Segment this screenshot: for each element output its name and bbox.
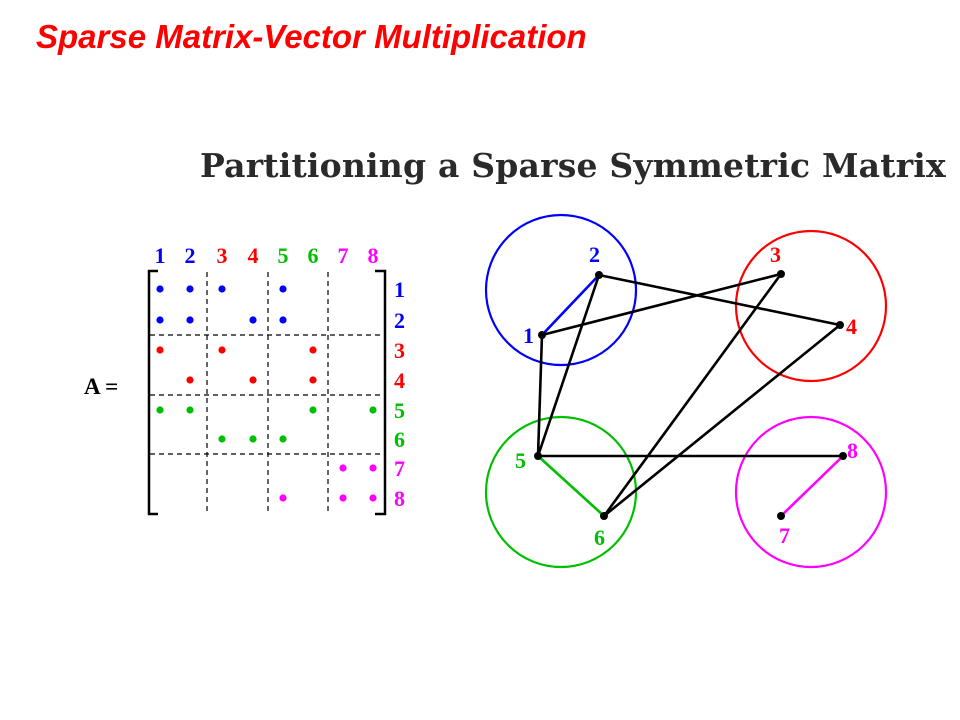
graph-edge (780, 455, 844, 517)
nonzero-dot (186, 376, 194, 384)
nonzero-dot (369, 494, 377, 502)
graph-nodes (534, 270, 847, 520)
nonzero-dot (249, 435, 257, 443)
nonzero-dot (218, 435, 226, 443)
partition-circle (734, 415, 888, 569)
partition-graph: 1 2 3 4 5 6 7 8 (484, 213, 888, 569)
nonzero-dot (339, 464, 347, 472)
right-bracket (375, 269, 387, 516)
graph-edge (541, 274, 600, 336)
nonzero-dot (309, 406, 317, 414)
graph-node-label: 7 (779, 523, 790, 548)
graph-node-label: 8 (847, 438, 858, 463)
graph-node (777, 270, 785, 278)
partition-circle (734, 229, 888, 383)
nonzero-dot (309, 346, 317, 354)
column-label: 1 (155, 243, 166, 268)
nonzero-dot (279, 494, 287, 502)
nonzero-dot (249, 316, 257, 324)
column-label: 7 (338, 243, 349, 268)
graph-edge (602, 273, 783, 517)
nonzero-dot (279, 316, 287, 324)
nonzero-dot (156, 346, 164, 354)
graph-node (600, 512, 608, 520)
nonzero-dot (369, 406, 377, 414)
partition-circle (484, 213, 638, 367)
column-label: 5 (278, 243, 289, 268)
graph-edge (536, 334, 544, 457)
graph-edge (536, 274, 601, 457)
graph-node-label: 3 (770, 242, 781, 267)
graph-edge (598, 273, 841, 327)
graph-edge (603, 323, 841, 518)
graph-node-label: 2 (589, 242, 600, 267)
row-label: 8 (394, 486, 405, 511)
graph-node-label: 1 (523, 323, 534, 348)
column-label: 3 (217, 243, 228, 268)
column-label: 6 (308, 243, 319, 268)
row-label: 3 (394, 338, 405, 363)
row-labels: 1 2 3 4 5 6 7 8 (394, 277, 405, 511)
matrix-brackets (147, 269, 387, 516)
graph-node (836, 321, 844, 329)
row-label: 4 (394, 368, 405, 393)
nonzero-dot (279, 285, 287, 293)
graph-node (595, 271, 603, 279)
matrix-label: A = (84, 374, 118, 399)
nonzero-dot (369, 464, 377, 472)
nonzero-dot (279, 435, 287, 443)
nonzero-dot (156, 285, 164, 293)
column-label: 2 (185, 243, 196, 268)
partition-grid (150, 272, 384, 512)
nonzero-dot (309, 376, 317, 384)
graph-node (777, 512, 785, 520)
graph-node (534, 452, 542, 460)
column-label: 4 (248, 243, 259, 268)
row-label: 6 (394, 427, 405, 452)
graph-node (538, 331, 546, 339)
nonzero-dot (218, 346, 226, 354)
nonzero-dot (249, 376, 257, 384)
nonzero-dot (218, 285, 226, 293)
matrix-nonzeros (156, 285, 377, 502)
slide-title: Sparse Matrix-Vector Multiplication (36, 18, 587, 55)
column-label: 8 (368, 243, 379, 268)
nonzero-dot (186, 285, 194, 293)
row-label: 2 (394, 308, 405, 333)
nonzero-dot (186, 406, 194, 414)
graph-node-label: 5 (515, 448, 526, 473)
graph-node-label: 4 (846, 314, 857, 339)
graph-node (839, 452, 847, 460)
nonzero-dot (339, 494, 347, 502)
graph-node-labels: 1 2 3 4 5 6 7 8 (515, 242, 858, 550)
graph-node-label: 6 (594, 525, 605, 550)
left-bracket (147, 269, 158, 516)
graph-edge (537, 455, 605, 517)
partition-circles (484, 213, 888, 569)
nonzero-dot (156, 316, 164, 324)
row-label: 7 (394, 456, 405, 481)
nonzero-dot (186, 316, 194, 324)
nonzero-dot (156, 406, 164, 414)
row-label: 5 (394, 398, 405, 423)
graph-edges (536, 272, 844, 518)
diagram-title: Partitioning a Sparse Symmetric Matrix (200, 146, 946, 185)
partition-circle (484, 415, 638, 569)
row-label: 1 (394, 277, 405, 302)
